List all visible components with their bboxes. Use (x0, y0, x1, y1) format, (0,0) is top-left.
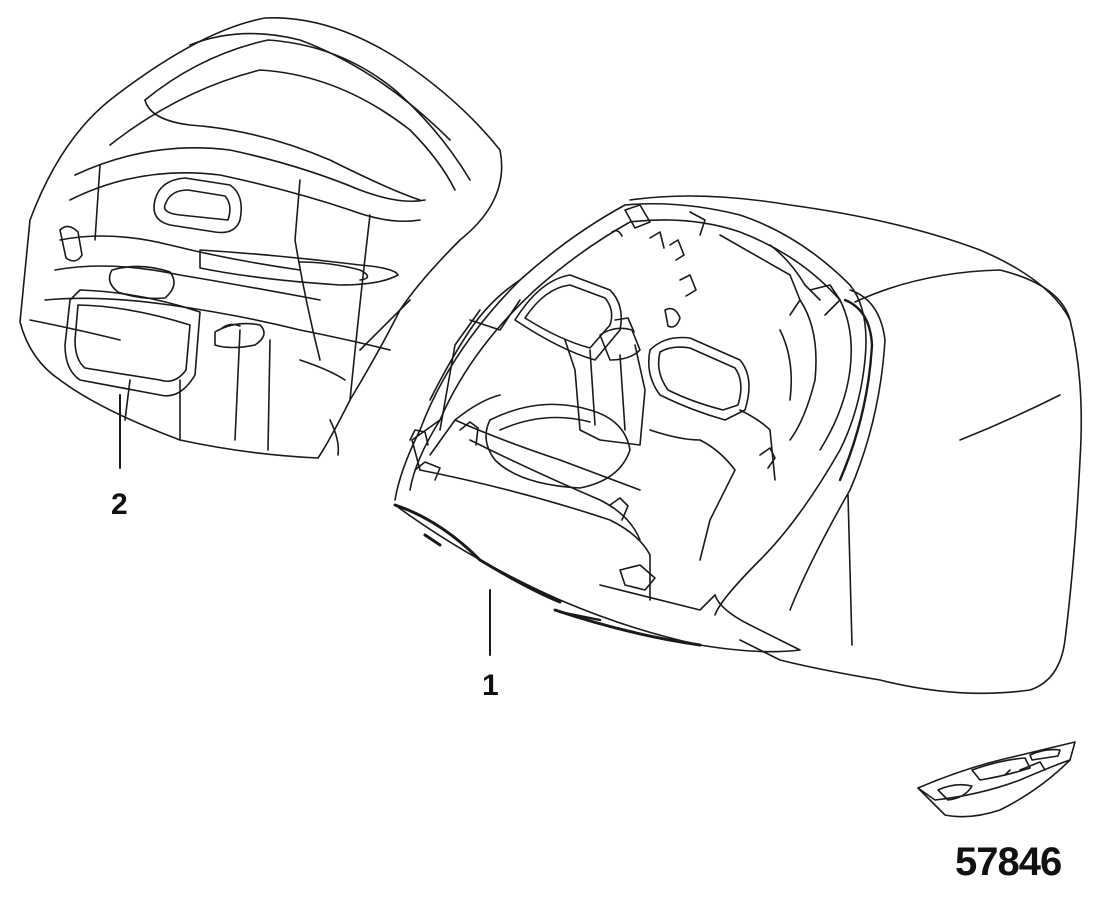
top-cowl-inner-view-icon (393, 195, 1083, 695)
figure-number: 57846 (955, 840, 1062, 884)
callout-label-1: 1 (482, 669, 499, 702)
boat-locator-icon (917, 741, 1076, 818)
callout-label-2: 2 (111, 488, 128, 521)
top-cowl-outer-view-icon (19, 17, 503, 459)
